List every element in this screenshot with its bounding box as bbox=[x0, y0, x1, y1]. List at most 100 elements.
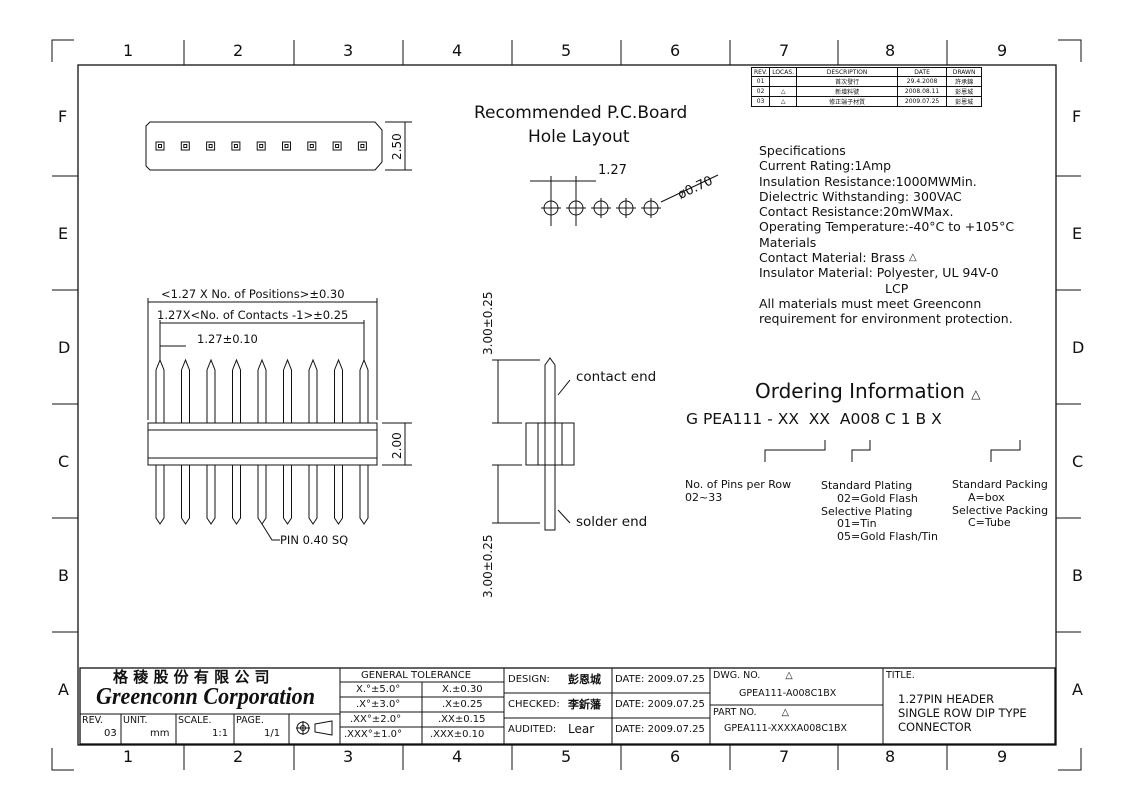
spec-line: Contact Resistance:20mWMax. bbox=[759, 204, 954, 220]
grid-row-label: D bbox=[58, 338, 71, 357]
grid-column-label: 6 bbox=[670, 41, 681, 60]
part-no-label: PART NO. △ bbox=[713, 707, 789, 718]
grid-row-label: C bbox=[58, 452, 70, 471]
rev-value: 03 bbox=[104, 728, 117, 739]
pin-note: PIN 0.40 SQ bbox=[280, 533, 349, 547]
spec-line: Current Rating:1Amp bbox=[759, 158, 892, 174]
drawn-header: DRAWN bbox=[946, 67, 983, 77]
title-label: TITLE. bbox=[886, 670, 915, 681]
revision-triangle-icon: △ bbox=[908, 252, 917, 264]
ordering-leaders bbox=[764, 440, 1021, 462]
ordering-pins: No. of Pins per Row 02~33 bbox=[685, 478, 792, 504]
grid-column-label: 7 bbox=[779, 41, 790, 60]
front-view bbox=[147, 298, 412, 541]
company-logo: Greenconn Corporation bbox=[96, 684, 316, 710]
audited-date: DATE: 2009.07.25 bbox=[615, 724, 705, 735]
grid-column-label: 3 bbox=[343, 747, 354, 766]
unit-label: UNIT. bbox=[123, 715, 148, 726]
revision-table: REV. LOCAS. DESCRIPTION DATE DRAWN 01 首次… bbox=[750, 67, 983, 107]
grid-column-label: 4 bbox=[452, 41, 463, 60]
specifications: Specifications Current Rating:1Amp Insul… bbox=[759, 143, 1014, 327]
grid-column-label: 9 bbox=[997, 747, 1008, 766]
title-line: SINGLE ROW DIP TYPE bbox=[898, 706, 1027, 720]
design-label: DESIGN: bbox=[508, 674, 550, 685]
spec-line: All materials must meet Greenconn bbox=[759, 295, 982, 311]
checked-value: 李釿藩 bbox=[568, 698, 601, 711]
dwg-no-value: GPEA111-A008C1BX bbox=[739, 688, 837, 699]
tolerance-linear: .X±0.25 bbox=[442, 699, 483, 710]
dim-body-height: 2.00 bbox=[390, 432, 404, 459]
design-date: DATE: 2009.07.25 bbox=[615, 674, 705, 685]
ordering-packing: Standard Packing A=box Selective Packing… bbox=[952, 478, 1049, 530]
grid-column-label: 7 bbox=[779, 747, 790, 766]
title-line: CONNECTOR bbox=[898, 720, 972, 734]
scale-value: 1:1 bbox=[212, 728, 229, 739]
grid-column-label: 4 bbox=[452, 747, 463, 766]
contact-end-label: contact end bbox=[576, 369, 657, 385]
grid-column-label: 9 bbox=[997, 41, 1008, 60]
dim-total-length: <1.27 X No. of Positions>±0.30 bbox=[161, 287, 345, 301]
hole-layout-subtitle: Hole Layout bbox=[528, 127, 630, 147]
revision-triangle-icon: △ bbox=[785, 670, 793, 681]
scale-label: SCALE. bbox=[178, 715, 212, 726]
tolerance-title: GENERAL TOLERANCE bbox=[361, 670, 472, 681]
grid-column-label: 6 bbox=[670, 747, 681, 766]
page-label: PAGE. bbox=[236, 715, 264, 726]
grid-column-label: 3 bbox=[343, 41, 354, 60]
checked-label: CHECKED: bbox=[508, 699, 560, 710]
locas-header: LOCAS. bbox=[769, 67, 798, 77]
grid-column-label: 5 bbox=[561, 747, 572, 766]
top-view-height-dim: 2.50 bbox=[390, 133, 404, 160]
solder-length-dim: 3.00±0.25 bbox=[481, 534, 495, 599]
tolerance-linear: .XXX±0.10 bbox=[430, 729, 485, 740]
grid-column-label: 1 bbox=[123, 747, 134, 766]
dim-contacts-length: 1.27X<No. of Contacts -1>±0.25 bbox=[157, 308, 349, 322]
description-header: DESCRIPTION bbox=[796, 67, 899, 77]
title-block-lines bbox=[79, 667, 1056, 745]
grid-column-label: 1 bbox=[123, 41, 134, 60]
revision-triangle-icon: △ bbox=[971, 387, 981, 401]
grid-row-label: B bbox=[1072, 566, 1083, 585]
ordering-title: Ordering Information △ bbox=[755, 379, 981, 403]
spec-line: Dielectric Withstanding: 300VAC bbox=[759, 188, 962, 204]
audited-label: AUDITED: bbox=[508, 724, 557, 735]
side-view bbox=[492, 357, 575, 531]
grid-column-label: 2 bbox=[233, 41, 244, 60]
tolerance-linear: .XX±0.15 bbox=[438, 714, 486, 725]
dim-pitch: 1.27±0.10 bbox=[197, 332, 258, 346]
contact-length-dim: 3.00±0.25 bbox=[481, 291, 495, 356]
design-value: 彭恩城 bbox=[568, 673, 601, 686]
hole-layout bbox=[530, 174, 719, 226]
hole-pitch-dim: 1.27 bbox=[598, 163, 627, 178]
grid-row-label: B bbox=[58, 566, 69, 585]
grid-row-label: D bbox=[1072, 338, 1085, 357]
grid-column-label: 8 bbox=[885, 41, 896, 60]
grid-row-label: F bbox=[1072, 107, 1082, 126]
grid-row-label: E bbox=[1072, 224, 1083, 243]
tolerance-angle: .XXX°±1.0° bbox=[344, 729, 403, 740]
audited-value: Lear bbox=[568, 722, 595, 736]
spec-title: Specifications bbox=[759, 143, 846, 158]
grid-column-label: 8 bbox=[885, 747, 896, 766]
rev-label: REV. bbox=[82, 715, 103, 726]
ordering-plating: Standard Plating 02=Gold Flash Selective… bbox=[821, 479, 938, 544]
dwg-no-label: DWG. NO. △ bbox=[713, 670, 793, 681]
title-line: 1.27PIN HEADER bbox=[898, 692, 995, 706]
spec-line: Operating Temperature:-40°C to +105°C bbox=[759, 219, 1015, 235]
spec-line: Contact Material: Brass bbox=[759, 250, 905, 266]
revision-triangle-icon: △ bbox=[781, 707, 789, 718]
grid-column-label: 5 bbox=[561, 41, 572, 60]
spec-line: Materials bbox=[759, 234, 817, 250]
unit-value: mm bbox=[150, 728, 170, 739]
ordering-code: G PEA111 - XX XX A008 C 1 B X bbox=[686, 410, 942, 428]
page-value: 1/1 bbox=[264, 728, 281, 739]
grid-column-label: 2 bbox=[233, 747, 244, 766]
grid-row-label: A bbox=[58, 680, 69, 699]
solder-end-label: solder end bbox=[576, 514, 648, 530]
tolerance-angle: .XX°±2.0° bbox=[350, 714, 402, 725]
rev-header: REV. bbox=[750, 67, 771, 77]
grid-row-label: C bbox=[1072, 452, 1084, 471]
